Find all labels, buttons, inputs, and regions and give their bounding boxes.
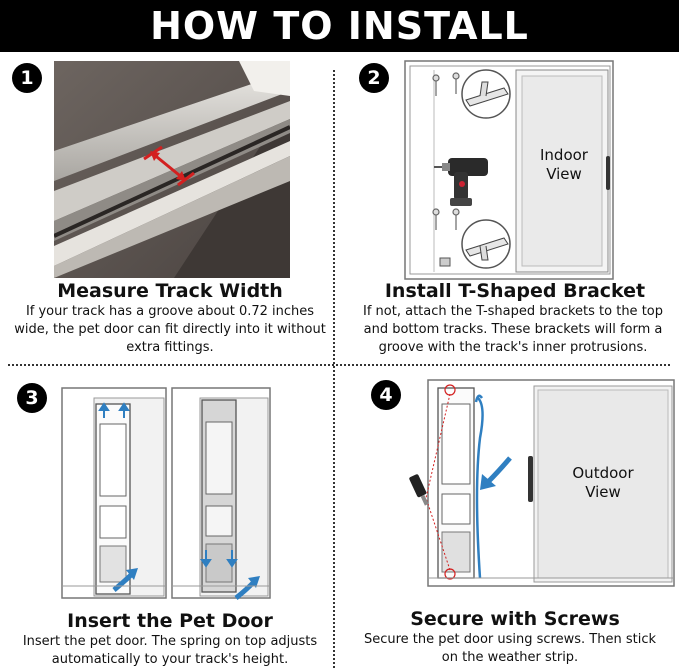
page-title: HOW TO INSTALL (150, 4, 529, 48)
horizontal-divider (8, 364, 670, 366)
step-2-description: If not, attach the T-shaped brackets to … (363, 304, 663, 355)
step-3-number-badge: 3 (17, 383, 47, 413)
step-2-title: Install T-Shaped Bracket (384, 280, 646, 302)
step-3-title: Insert the Pet Door (67, 610, 273, 632)
header-banner: HOW TO INSTALL (0, 0, 679, 52)
step-4-description: Secure the pet door using screws. Then s… (363, 632, 656, 665)
step-2-number-badge: 2 (359, 63, 389, 93)
step-1-description: If your track has a groove about 0.72 in… (14, 304, 326, 355)
outdoor-view-label: Outdoor View (572, 464, 634, 501)
step-1-number-badge: 1 (12, 63, 42, 93)
step-3-insert-illustration (60, 384, 272, 606)
step-1-title: Measure Track Width (57, 280, 283, 302)
step-4-number-badge: 4 (371, 380, 401, 410)
step-4-screws-illustration: Outdoor View (404, 378, 676, 604)
indoor-view-label: Indoor View (540, 146, 588, 183)
step-2-bracket-illustration: Indoor View (404, 60, 636, 282)
step-1-track-photo (54, 61, 290, 278)
vertical-divider (333, 70, 335, 668)
step-3-description: Insert the pet door. The spring on top a… (22, 634, 318, 667)
step-4-title: Secure with Screws (410, 608, 620, 630)
